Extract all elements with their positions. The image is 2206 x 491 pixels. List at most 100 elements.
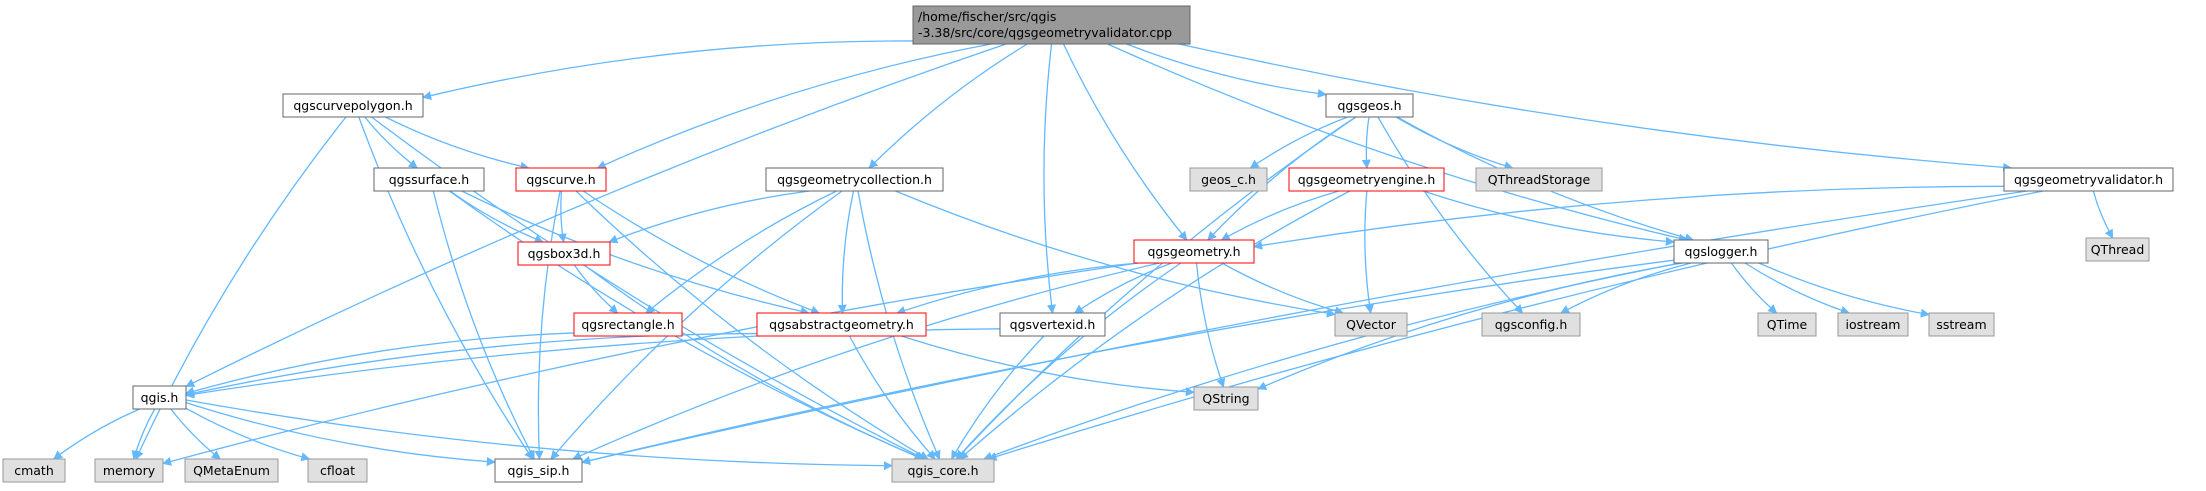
node-box-qthread <box>2085 237 2150 262</box>
node-label-geos_c: geos_c.h <box>1201 172 1256 187</box>
edge-collection-to-box3d <box>608 190 810 244</box>
node-label-cfloat: cfloat <box>320 463 355 478</box>
node-box-qmetaenum <box>184 458 279 483</box>
node-validator_h[interactable]: qgsgeometryvalidator.h <box>2003 167 2174 192</box>
node-box-geometry <box>1133 239 1255 264</box>
edge-geometry-to-memory <box>162 262 1139 466</box>
node-memory: memory <box>94 458 164 483</box>
node-collection[interactable]: qgsgeometrycollection.h <box>765 167 944 192</box>
node-curvepolygon[interactable]: qgscurvepolygon.h <box>282 93 424 118</box>
node-box3d[interactable]: qgsbox3d.h <box>517 241 611 266</box>
node-qgis[interactable]: qgis.h <box>132 385 187 410</box>
node-qgis_core: qgis_core.h <box>891 458 995 483</box>
edge-qgis-to-cmath <box>53 408 140 460</box>
edge-collection-to-qvector <box>895 190 1336 318</box>
edge-validator_cpp-to-geometry <box>1062 43 1188 241</box>
node-label-collection: qgsgeometrycollection.h <box>777 172 932 187</box>
node-label-memory: memory <box>103 463 156 478</box>
node-qtime: QTime <box>1757 312 1817 337</box>
edge-box3d-to-qgis_core <box>583 264 924 460</box>
edge-curve-to-qgis_core <box>575 190 929 460</box>
node-label-abstract: qgsabstractgeometry.h <box>769 317 914 332</box>
node-label-qthread: QThread <box>2091 242 2145 257</box>
node-validator_cpp[interactable]: /home/fischer/src/qgis-3.38/src/core/qgs… <box>912 5 1191 45</box>
node-box-rectangle <box>573 312 683 337</box>
edge-validator_cpp-to-curvepolygon <box>422 40 914 100</box>
node-cmath: cmath <box>2 458 66 483</box>
edge-geos-to-geos_c <box>1249 116 1348 169</box>
node-engine[interactable]: qgsgeometryengine.h <box>1288 167 1445 192</box>
node-box-qgis_sip <box>494 458 583 483</box>
node-curve[interactable]: qgscurve.h <box>515 167 607 192</box>
node-geometry[interactable]: qgsgeometry.h <box>1133 239 1255 264</box>
node-rectangle[interactable]: qgsrectangle.h <box>573 312 683 337</box>
node-box-qgis <box>132 385 187 410</box>
edge-geometry-to-qstring <box>1195 262 1226 388</box>
node-label-rectangle: qgsrectangle.h <box>581 317 674 332</box>
node-label-geometry: qgsgeometry.h <box>1147 244 1240 259</box>
node-label-curvepolygon: qgscurvepolygon.h <box>293 98 412 113</box>
edge-surface-to-box3d <box>449 190 544 244</box>
node-surface[interactable]: qgssurface.h <box>373 167 485 192</box>
node-label-curve: qgscurve.h <box>526 172 595 187</box>
edge-curve-to-qgis_sip <box>534 190 561 460</box>
edge-qgis-to-memory <box>131 408 156 460</box>
edge-validator_cpp-to-qgis <box>185 43 1007 388</box>
node-logger[interactable]: qgslogger.h <box>1673 239 1769 264</box>
node-label-vertexid: qgsvertexid.h <box>1010 317 1096 332</box>
node-qmetaenum: QMetaEnum <box>184 458 279 483</box>
edge-collection-to-qgis_sip <box>550 190 843 460</box>
edge-rectangle-to-qgis <box>185 332 575 396</box>
node-label-cmath: cmath <box>14 463 54 478</box>
node-geos_c: geos_c.h <box>1189 167 1268 192</box>
edge-geometry-to-vertexid <box>1074 262 1172 314</box>
node-box-iostream <box>1837 312 1909 337</box>
edge-validator_cpp-to-validator_h <box>1178 43 2013 172</box>
node-box-qtime <box>1757 312 1817 337</box>
node-geos[interactable]: qgsgeos.h <box>1325 93 1414 118</box>
node-box-engine <box>1288 167 1445 192</box>
node-box-cfloat <box>307 458 368 483</box>
node-box-vertexid <box>999 312 1106 337</box>
node-iostream: iostream <box>1837 312 1909 337</box>
edge-geometry-to-qgis_core <box>955 262 1182 460</box>
edge-collection-to-rectangle <box>645 190 837 314</box>
edge-engine-to-geometry <box>1220 190 1340 241</box>
edge-collection-to-abstract <box>837 190 855 314</box>
node-qgis_sip[interactable]: qgis_sip.h <box>494 458 583 483</box>
node-box-validator_h <box>2003 167 2174 192</box>
node-qvector: QVector <box>1334 312 1408 337</box>
node-box-box3d <box>517 241 611 266</box>
edge-engine-to-logger <box>1422 190 1675 246</box>
node-box-collection <box>765 167 944 192</box>
node-label-qgis_core: qgis_core.h <box>907 463 978 478</box>
node-label-geos: qgsgeos.h <box>1337 98 1401 113</box>
edge-surface-to-abstract <box>461 190 810 316</box>
node-abstract[interactable]: qgsabstractgeometry.h <box>756 312 927 337</box>
node-cfloat: cfloat <box>307 458 368 483</box>
node-label-qthreadstorage: QThreadStorage <box>1488 172 1591 187</box>
edge-qgis-to-qgis_sip <box>185 401 496 467</box>
node-label-validator_h: qgsgeometryvalidator.h <box>2014 172 2163 187</box>
node-label-qgis: qgis.h <box>141 390 179 405</box>
node-box-surface <box>373 167 485 192</box>
edge-validator_cpp-to-collection <box>868 43 1028 169</box>
edge-logger-to-qgsconfig <box>1560 262 1692 314</box>
root-label-line1: /home/fischer/src/qgis <box>918 9 1056 24</box>
node-qthreadstorage: QThreadStorage <box>1475 167 1603 192</box>
edge-surface-to-qgis_sip <box>432 190 535 460</box>
node-label-qvector: QVector <box>1346 317 1397 332</box>
node-box-curve <box>515 167 607 192</box>
node-qthread: QThread <box>2085 237 2150 262</box>
edge-validator_cpp-to-vertexid <box>1043 43 1056 314</box>
edge-curve-to-box3d <box>557 190 567 243</box>
node-box-qthreadstorage <box>1475 167 1603 192</box>
node-box-validator_cpp <box>912 5 1191 45</box>
edge-validator_h-to-geometry <box>1253 185 2005 250</box>
edge-geometry-to-abstract <box>896 262 1139 315</box>
node-qgsconfig: qgsconfig.h <box>1481 312 1581 337</box>
edge-logger-to-qgis_core <box>983 262 1681 461</box>
edge-validator_h-to-qgis_core <box>987 190 2044 461</box>
node-vertexid[interactable]: qgsvertexid.h <box>999 312 1106 337</box>
node-label-qmetaenum: QMetaEnum <box>193 463 270 478</box>
